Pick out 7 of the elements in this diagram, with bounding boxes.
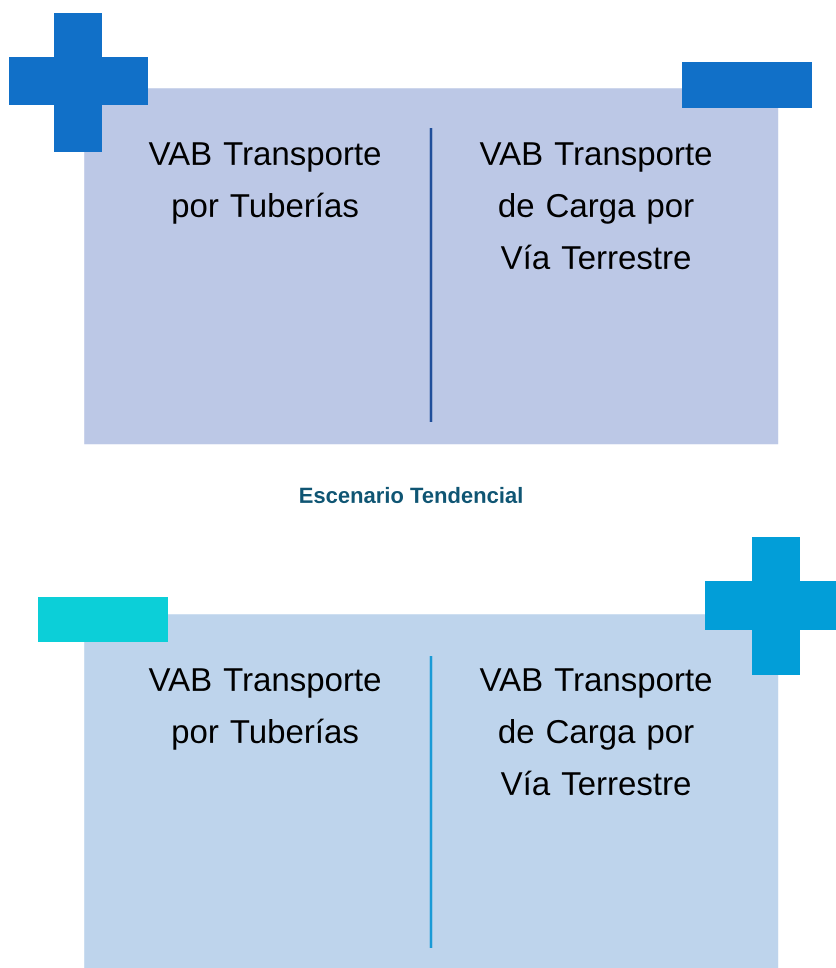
cell-text: VAB Transporte por Tuberías <box>148 668 380 750</box>
heading: Escenario Tendencial <box>300 486 522 504</box>
cell-text: VAB Transporte de Carga por Vía Terrestre <box>480 142 711 270</box>
cell-text: VAB Transporte por Tuberías <box>148 142 380 224</box>
panel-background <box>84 614 778 968</box>
cell-text: VAB Transporte de Carga por Vía Terrestre <box>480 668 711 796</box>
panel-background <box>84 88 778 444</box>
